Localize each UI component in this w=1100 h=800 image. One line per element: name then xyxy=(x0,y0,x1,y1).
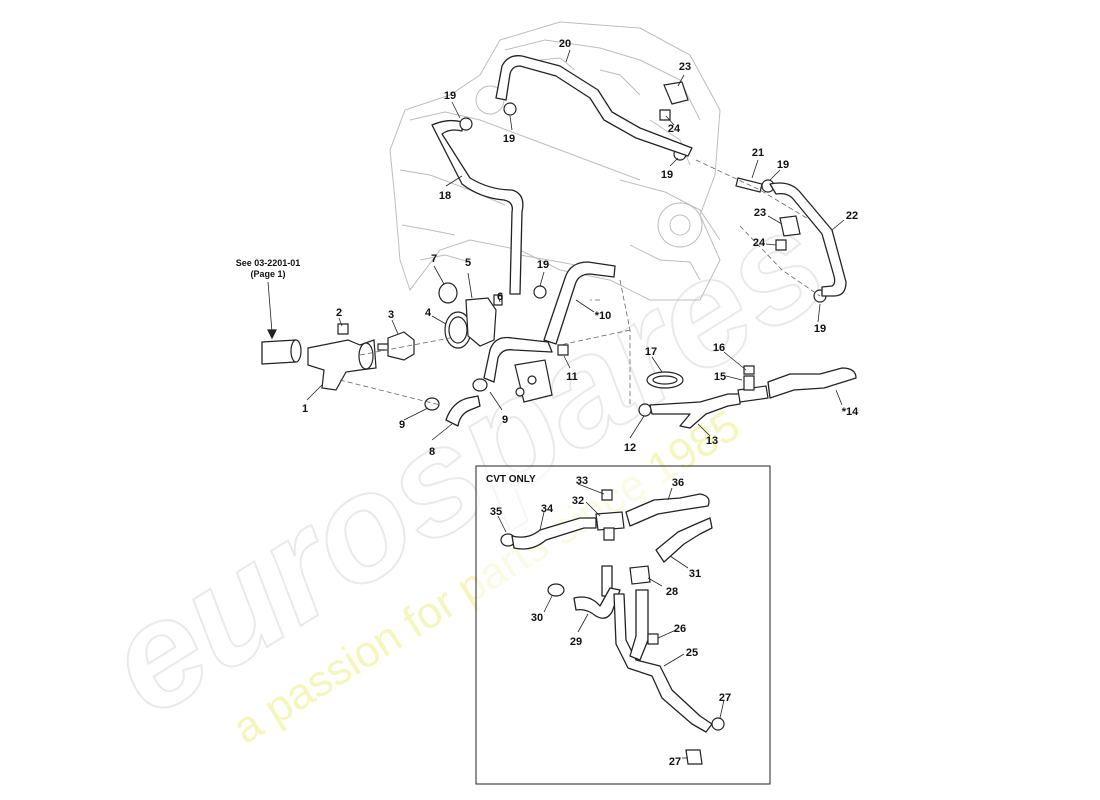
cvt-hose-29 xyxy=(573,587,621,619)
cvt-hose-34 xyxy=(511,517,597,550)
return-hose xyxy=(769,182,847,297)
bracket-bolt xyxy=(775,239,787,251)
upper-hose xyxy=(431,119,524,295)
hose-clip xyxy=(459,117,473,131)
callout-33: 33 xyxy=(576,475,588,487)
callout-23-right: 23 xyxy=(754,207,766,219)
callout-1: 1 xyxy=(302,403,308,415)
callout-8: 8 xyxy=(429,446,435,458)
callout-19-a: 19 xyxy=(444,90,456,102)
hose-clip xyxy=(533,285,547,299)
callout-20: 20 xyxy=(559,38,571,50)
callout-24-top: 24 xyxy=(668,123,681,135)
callout-19-f: 19 xyxy=(814,323,826,335)
hose-clip xyxy=(711,717,725,731)
callout-34: 34 xyxy=(541,503,554,515)
hose-clip xyxy=(547,583,565,597)
leader-lines xyxy=(306,49,845,441)
callout-35: 35 xyxy=(490,506,502,518)
callout-13: 13 xyxy=(706,435,718,447)
callout-16: 16 xyxy=(713,342,725,354)
callout-9-right: 9 xyxy=(502,414,508,426)
see-reference-line2: (Page 1) xyxy=(250,269,285,279)
callout-19-d: 19 xyxy=(661,169,673,181)
cvt-bleed-screw xyxy=(601,489,613,501)
callout-15: 15 xyxy=(714,371,726,383)
gasket-small xyxy=(438,282,458,304)
callout-36: 36 xyxy=(672,477,684,489)
cvt-fitting-28 xyxy=(629,565,651,585)
cvt-hose-36 xyxy=(625,493,710,527)
callout-6: 6 xyxy=(497,291,503,303)
callout-19-c: 19 xyxy=(537,259,549,271)
bleed-screw xyxy=(743,365,755,375)
bypass-pipe xyxy=(543,261,616,345)
callout-27-top: 27 xyxy=(719,692,731,704)
callout-numbers: 1 2 3 4 5 6 7 8 9 9 *10 11 12 13 *14 15 … xyxy=(302,38,859,458)
callout-22: 22 xyxy=(846,210,858,222)
cvt-inset: CVT ONLY xyxy=(475,465,771,785)
callout-28: 28 xyxy=(666,586,678,598)
flange-bolt xyxy=(493,294,503,306)
elbow-hose xyxy=(445,395,481,427)
hose-bracket xyxy=(663,81,689,105)
callout-18: 18 xyxy=(439,190,451,202)
outlet-hose xyxy=(767,367,857,399)
engine-outline xyxy=(389,21,721,301)
callout-27-bottom: 27 xyxy=(669,756,681,768)
callout-17: 17 xyxy=(645,346,657,358)
hose-clip xyxy=(503,102,517,116)
cvt-t-fitting xyxy=(595,511,625,531)
lower-hose xyxy=(649,393,741,429)
callout-30: 30 xyxy=(531,612,543,624)
outlet-flange xyxy=(465,297,497,347)
thermostat xyxy=(387,331,415,361)
callout-3: 3 xyxy=(388,309,394,321)
hose-clip xyxy=(472,378,488,392)
callout-29: 29 xyxy=(570,636,582,648)
hose-clip xyxy=(638,403,652,417)
callout-19-b: 19 xyxy=(503,133,515,145)
cvt-bleed-screw xyxy=(647,633,659,645)
hose-bracket xyxy=(779,215,801,237)
heater-hose xyxy=(495,55,693,157)
callout-11: 11 xyxy=(566,371,578,383)
see-reference-line1: See 03-2201-01 xyxy=(236,258,301,268)
callout-9-left: 9 xyxy=(399,419,405,431)
hose-clip xyxy=(424,397,440,411)
callout-10: *10 xyxy=(595,310,612,322)
water-pipe xyxy=(483,336,553,383)
callout-32: 32 xyxy=(572,495,584,507)
callout-31: 31 xyxy=(689,568,701,580)
bolt xyxy=(337,323,349,335)
callout-24-right: 24 xyxy=(753,237,766,249)
callout-5: 5 xyxy=(465,257,471,269)
callout-26: 26 xyxy=(674,623,686,635)
main-assembly xyxy=(261,55,857,429)
callout-21: 21 xyxy=(752,147,764,159)
callout-19-e: 19 xyxy=(777,159,789,171)
callout-7: 7 xyxy=(431,253,437,265)
bracket-bolt xyxy=(557,344,569,356)
callout-14: *14 xyxy=(842,406,859,418)
callout-25: 25 xyxy=(686,647,698,659)
inset-title: CVT ONLY xyxy=(486,474,536,485)
callout-12: 12 xyxy=(624,442,636,454)
callout-23-top: 23 xyxy=(679,61,691,73)
callout-4: 4 xyxy=(425,307,432,319)
inset-callout-numbers: 25 26 27 27 28 29 30 31 32 33 34 35 36 xyxy=(490,475,731,768)
callout-2: 2 xyxy=(336,307,342,319)
hose-clip xyxy=(685,749,703,765)
